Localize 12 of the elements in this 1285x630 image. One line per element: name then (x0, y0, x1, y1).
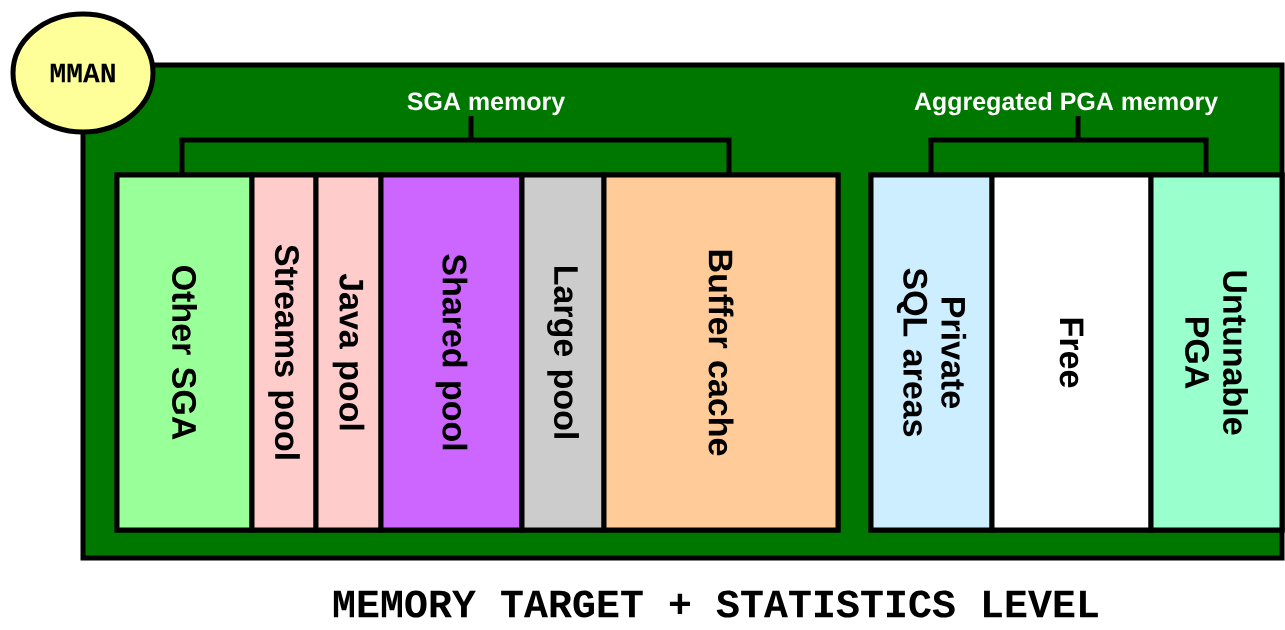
node-label: SGA memory (407, 92, 566, 116)
memory-area: Other SGA (114, 172, 255, 533)
memory-area: Streams pool (249, 172, 319, 533)
memory-area: Large pool (519, 172, 607, 533)
memory-area: Free (989, 172, 1154, 533)
memory-area: Java pool (313, 172, 384, 533)
formula-caption: MEMORY TARGET + STATISTICS LEVEL (333, 590, 1098, 618)
node-label: Aggregated PGA memory (914, 91, 1218, 116)
memory-area: Private SQL areas (868, 172, 995, 533)
memory-area: Untunable PGA (1148, 172, 1285, 533)
memory-area: Buffer cache (601, 172, 841, 533)
memory-area: Shared pool (378, 172, 525, 533)
